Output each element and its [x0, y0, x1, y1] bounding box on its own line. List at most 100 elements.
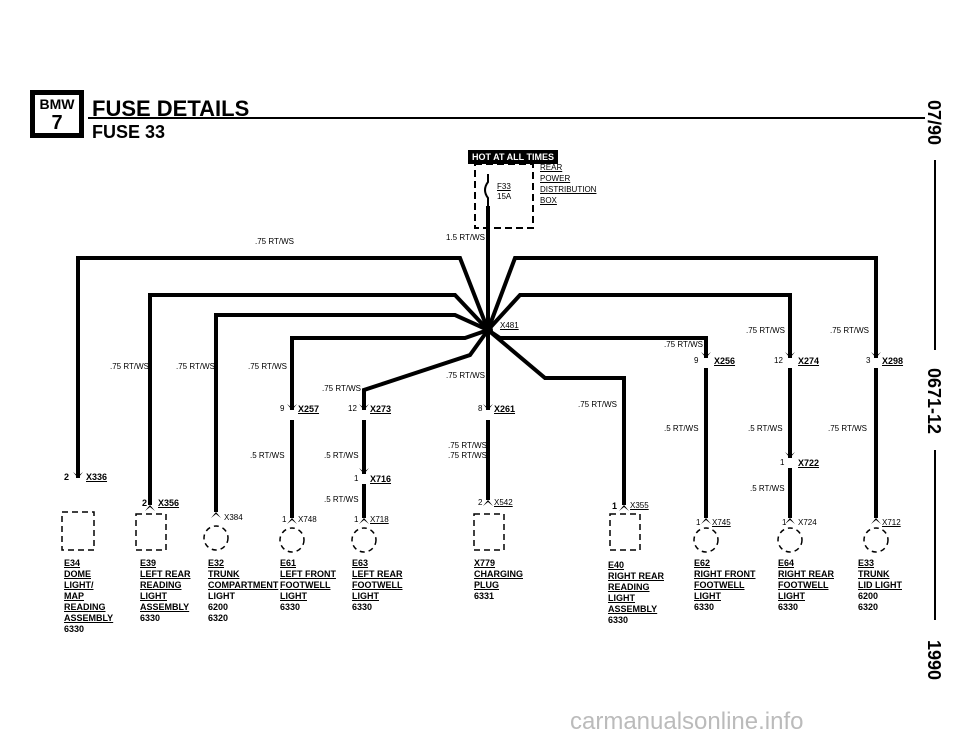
lamp-e62 [693, 527, 719, 553]
component-e40: E40 RIGHT REAR READING LIGHT ASSEMBLY 63… [608, 560, 664, 625]
connector-arrow-x257 [287, 404, 297, 410]
lamp-e33 [863, 527, 889, 553]
component-e64: E64 RIGHT REAR FOOTWELL LIGHT 6330 [778, 558, 834, 612]
lamp-e63 [351, 527, 377, 553]
connector-label-x718: X718 [370, 515, 389, 524]
component-x779: X779 CHARGING PLUG 6331 [474, 558, 523, 601]
connector-arrow-x384 [211, 512, 221, 518]
wire-label: .5 RT/WS [324, 495, 359, 504]
wire-label: .5 RT/WS [664, 424, 699, 433]
fuse-symbol [484, 174, 489, 206]
splice-label: X481 [500, 321, 519, 330]
fuse-box-name-2: POWER [540, 174, 571, 183]
connector-label-x355: X355 [630, 501, 649, 510]
wire-label: .75 RT/WS [830, 326, 869, 335]
connector-label-x256: X256 [714, 356, 736, 366]
wire-label: .5 RT/WS [748, 424, 783, 433]
component-e62: E62 RIGHT FRONT FOOTWELL LIGHT 6330 [694, 558, 756, 612]
connector-arrow-x722 [785, 452, 795, 458]
page-title: FUSE DETAILS [92, 96, 250, 121]
pin-label: 1 [780, 458, 785, 467]
wire-to-x274 [486, 293, 792, 358]
connector-label-x261: X261 [494, 404, 516, 414]
pin-label: 9 [280, 404, 285, 413]
fuse-id: F33 [497, 182, 511, 191]
wire-label: .75 RT/WS [446, 371, 485, 380]
pin-label: 3 [866, 356, 871, 365]
lamp-e61 [279, 527, 305, 553]
connector-label-x356: X356 [158, 498, 180, 508]
component-e39: E39 LEFT REAR READING LIGHT ASSEMBLY 633… [140, 558, 191, 623]
wire-label-top-left: .75 RT/WS [255, 237, 294, 246]
pin-label: 12 [774, 356, 783, 365]
component-box-e40 [609, 513, 641, 551]
logo-top-text: BMW [35, 95, 79, 113]
pin-label: 2 [478, 498, 483, 507]
pin-label: 2 [142, 498, 148, 508]
connector-arrow-x261 [483, 404, 493, 410]
connector-label-x722: X722 [798, 458, 820, 468]
lamp-e32 [203, 525, 229, 551]
connector-label-x724: X724 [798, 518, 817, 527]
wire-label: .75 RT/WS [322, 384, 361, 393]
wire-label: .75 RT/WS [746, 326, 785, 335]
pin-label: 1 [612, 501, 618, 511]
wire-to-x298 [486, 256, 878, 358]
wire-label: .75 RT/WS [448, 451, 487, 460]
connector-arrow-x724 [785, 518, 795, 524]
connector-arrow-x355 [619, 505, 629, 511]
connector-label-x716: X716 [370, 474, 392, 484]
wire-label: .5 RT/WS [750, 484, 785, 493]
connector-label-x745: X745 [712, 518, 731, 527]
wire-to-x336 [76, 256, 490, 478]
wire-label: .75 RT/WS [248, 362, 287, 371]
fuse-box-name-3: DISTRIBUTION [540, 185, 597, 194]
logo-bottom-text: 7 [35, 113, 79, 133]
wire-label: .75 RT/WS [110, 362, 149, 371]
wire-to-x257 [290, 328, 489, 410]
pin-label: 8 [478, 404, 483, 413]
connector-arrow-x336 [73, 472, 83, 478]
pin-label: 1 [696, 518, 701, 527]
wire-label: .5 RT/WS [324, 451, 359, 460]
fuse-box-name-4: BOX [540, 196, 557, 205]
connector-label-x273: X273 [370, 404, 392, 414]
connector-label-x542: X542 [494, 498, 513, 507]
connector-arrow-x745 [701, 518, 711, 524]
fuse-box-name-1: REAR [540, 163, 563, 172]
pin-label: 12 [348, 404, 357, 413]
component-e61: E61 LEFT FRONT FOOTWELL LIGHT 6330 [280, 558, 336, 612]
pin-label: 9 [694, 356, 699, 365]
pin-label: 1 [354, 474, 359, 483]
connector-arrow-x542 [483, 500, 493, 506]
fuse-rating: 15A [497, 192, 512, 201]
connector-label-x384: X384 [224, 513, 243, 522]
wire-to-x355 [486, 328, 626, 505]
pin-label: 1 [282, 515, 287, 524]
wire-to-x384 [214, 313, 489, 512]
connector-label-x257: X257 [298, 404, 320, 414]
wire-label: .75 RT/WS [828, 424, 867, 433]
connector-arrow-x712 [871, 518, 881, 524]
connector-arrow-x356 [145, 505, 155, 511]
component-e63: E63 LEFT REAR FOOTWELL LIGHT 6330 [352, 558, 403, 612]
connector-label-x748: X748 [298, 515, 317, 524]
bmw-7-logo: BMW 7 [30, 90, 84, 138]
connector-label-x274: X274 [798, 356, 820, 366]
connector-label-x298: X298 [882, 356, 904, 366]
wire-to-x356 [148, 293, 490, 505]
component-e34: E34 DOME LIGHT/ MAP READING ASSEMBLY 633… [64, 558, 114, 634]
connector-arrow-x273 [359, 404, 369, 410]
connector-arrow-x748 [287, 518, 297, 524]
connector-label-x336: X336 [86, 472, 108, 482]
component-box-e39 [135, 513, 167, 551]
wire-label: .75 RT/WS [578, 400, 617, 409]
watermark: carmanualsonline.info [570, 708, 804, 735]
connector-arrow-x718 [359, 518, 369, 524]
connector-label-x712: X712 [882, 518, 901, 527]
connector-arrow-x274 [785, 352, 795, 358]
pin-label: 2 [64, 472, 70, 482]
wire-to-x273 [362, 328, 490, 410]
connector-arrow-x716 [359, 468, 369, 474]
